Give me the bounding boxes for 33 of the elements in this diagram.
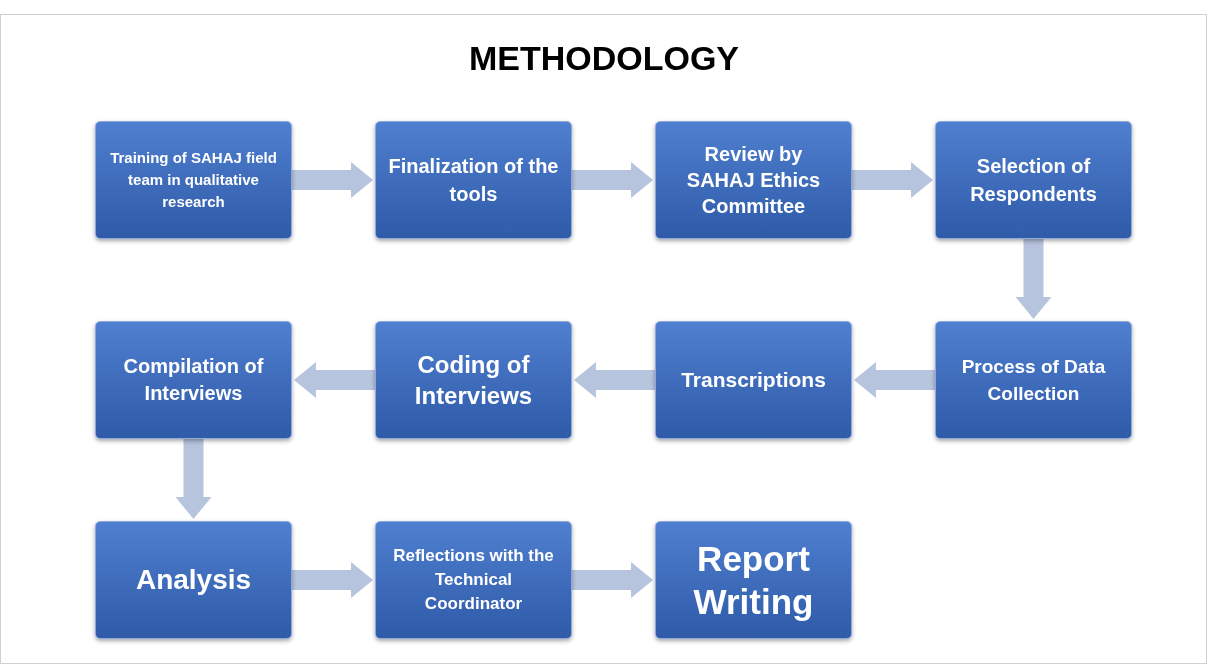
process-box	[655, 521, 852, 639]
block-arrow	[572, 162, 653, 198]
process-box	[375, 521, 572, 639]
box-label: Reflections with the Technical Coordinator	[392, 545, 555, 615]
block-arrow	[294, 362, 375, 398]
process-box	[95, 521, 292, 639]
block-arrow	[292, 162, 373, 198]
process-box	[935, 321, 1132, 439]
process-box	[655, 121, 852, 239]
box-label: Coding of Interviews	[413, 350, 534, 411]
block-arrow	[854, 362, 935, 398]
box-label: Process of Data Collection	[960, 355, 1107, 406]
block-arrow	[572, 562, 653, 598]
title: METHODOLOGY	[467, 38, 741, 79]
box-label: Training of SAHAJ field team in qualitative research	[109, 148, 278, 212]
block-arrow	[852, 162, 933, 198]
box-label: Selection of Respondents	[969, 154, 1098, 207]
process-box	[655, 321, 852, 439]
process-box	[375, 121, 572, 239]
block-arrow	[1015, 239, 1052, 319]
box-label: Finalization of the tools	[388, 154, 559, 207]
process-box	[95, 321, 292, 439]
block-arrow	[292, 562, 373, 598]
process-box	[935, 121, 1132, 239]
box-label: Compilation of Interviews	[122, 354, 265, 406]
box-label: Report Writing	[692, 538, 815, 623]
box-label: Review by SAHAJ Ethics Committee	[685, 142, 822, 219]
process-box	[375, 321, 572, 439]
process-box	[95, 121, 292, 239]
block-arrow	[175, 439, 212, 519]
box-label: Transcriptions	[681, 367, 826, 393]
block-arrow	[574, 362, 655, 398]
box-label: Analysis	[135, 563, 252, 597]
